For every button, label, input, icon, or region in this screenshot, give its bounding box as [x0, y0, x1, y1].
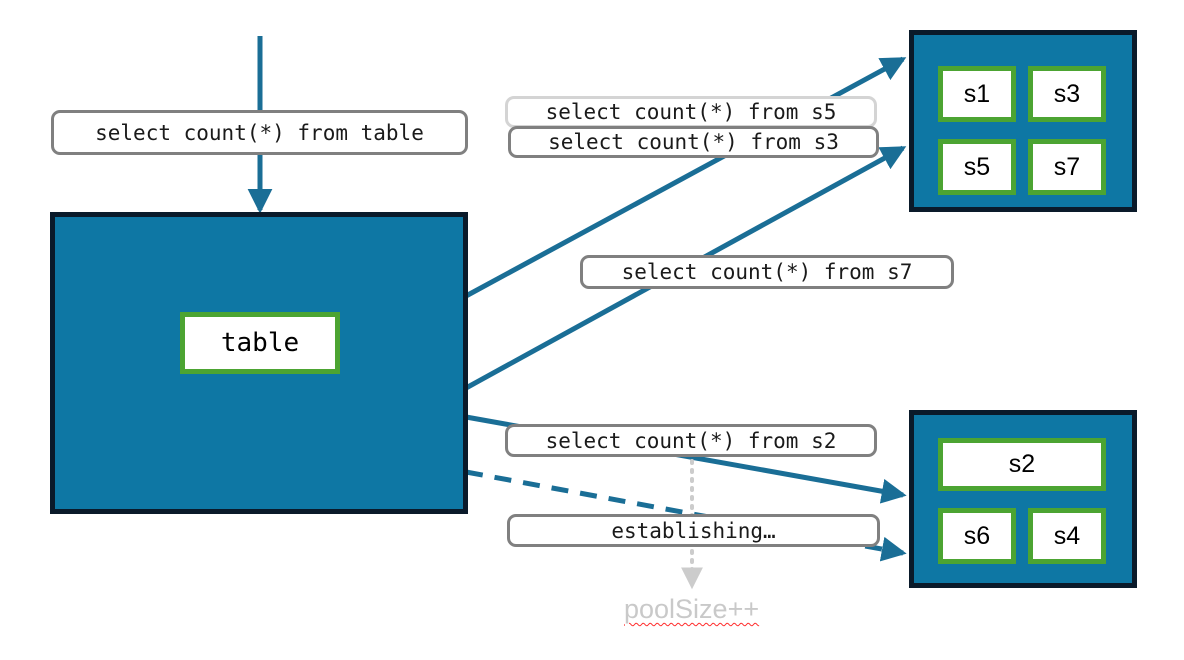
pill-query-s5[interactable]: select count(*) from s5: [505, 96, 877, 128]
node-s6[interactable]: s6: [938, 508, 1016, 564]
pill-query-table[interactable]: select count(*) from table: [51, 110, 468, 155]
annotation-poolsize: poolSize++: [624, 594, 759, 625]
pill-query-s5-label: select count(*) from s5: [545, 100, 837, 124]
node-table[interactable]: table: [180, 312, 340, 374]
pill-query-s2-label: select count(*) from s2: [545, 428, 837, 453]
pill-establishing[interactable]: establishing…: [507, 514, 880, 547]
pill-query-s3-label: select count(*) from s3: [548, 130, 839, 154]
node-s1-label: s1: [963, 79, 991, 108]
node-s4[interactable]: s4: [1028, 508, 1106, 564]
node-s2-label: s2: [1008, 450, 1036, 478]
node-s3-label: s3: [1053, 79, 1081, 108]
node-s7[interactable]: s7: [1028, 139, 1106, 195]
pill-query-s7[interactable]: select count(*) from s7: [580, 255, 954, 289]
pill-query-table-label: select count(*) from table: [95, 120, 424, 145]
pill-query-s7-label: select count(*) from s7: [621, 260, 913, 284]
pill-query-s3[interactable]: select count(*) from s3: [508, 126, 879, 158]
node-s3[interactable]: s3: [1028, 66, 1106, 122]
node-s7-label: s7: [1053, 152, 1081, 181]
node-s1[interactable]: s1: [938, 66, 1016, 122]
node-s4-label: s4: [1053, 521, 1081, 550]
annotation-poolsize-label: poolSize++: [624, 594, 760, 624]
node-table-label: table: [220, 328, 300, 358]
pill-query-s2[interactable]: select count(*) from s2: [505, 424, 877, 457]
node-s2[interactable]: s2: [938, 438, 1106, 491]
pill-establishing-label: establishing…: [611, 518, 776, 543]
node-s6-label: s6: [963, 521, 991, 550]
node-s5[interactable]: s5: [938, 139, 1016, 195]
node-s5-label: s5: [963, 152, 991, 181]
